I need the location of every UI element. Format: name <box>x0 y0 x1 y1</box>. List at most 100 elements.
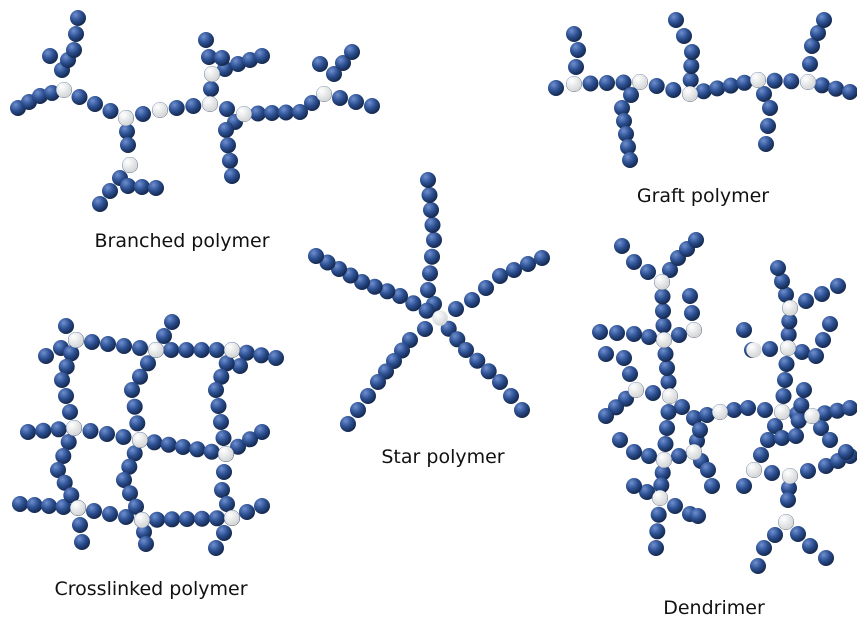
branch-point-bead <box>656 332 672 348</box>
monomer-bead <box>649 523 666 540</box>
monomer-bead <box>116 338 132 354</box>
monomer-bead <box>645 385 661 401</box>
monomer-bead <box>146 434 163 451</box>
monomer-bead <box>492 268 508 284</box>
monomer-bead <box>740 400 756 416</box>
monomer-bead <box>124 382 140 398</box>
monomer-bead <box>626 478 642 494</box>
monomer-bead <box>684 305 700 321</box>
monomer-bead <box>68 26 84 42</box>
monomer-bead <box>26 497 43 513</box>
monomer-bead <box>662 262 678 278</box>
monomer-bead <box>534 250 550 266</box>
monomer-bead <box>360 388 376 404</box>
monomer-bead <box>780 492 796 508</box>
monomer-bead <box>55 448 72 464</box>
monomer-bead <box>66 42 82 58</box>
monomer-bead <box>370 374 386 390</box>
monomer-bead <box>364 98 380 114</box>
branch-point-bead <box>804 408 820 424</box>
monomer-bead <box>756 86 772 102</box>
monomer-bead <box>822 316 838 332</box>
monomer-bead <box>777 372 793 388</box>
monomer-bead <box>405 295 422 312</box>
branch-point-bead <box>66 420 82 436</box>
monomer-bead <box>132 340 148 356</box>
monomer-bead <box>56 474 73 491</box>
monomer-bead <box>614 238 630 254</box>
monomer-bead <box>230 438 246 455</box>
monomer-bead <box>332 90 348 106</box>
crosslinked-polymer-label: Crosslinked polymer <box>54 578 247 600</box>
monomer-bead <box>74 534 90 550</box>
monomer-bead <box>417 321 433 337</box>
monomer-bead <box>736 478 752 494</box>
monomer-bead <box>657 436 674 452</box>
monomer-bead <box>770 260 786 276</box>
monomer-bead <box>520 256 536 272</box>
monomer-bead <box>616 113 632 129</box>
branch-point-bead <box>628 382 644 398</box>
monomer-bead <box>219 496 235 512</box>
monomer-bead <box>392 288 408 304</box>
monomer-bead <box>753 447 769 463</box>
monomer-bead <box>239 504 255 520</box>
monomer-bead <box>58 358 75 375</box>
monomer-bead <box>781 313 798 330</box>
monomer-bead <box>766 72 783 89</box>
branch-point-bead <box>774 404 790 420</box>
monomer-bead <box>203 443 220 460</box>
monomer-bead <box>829 402 846 419</box>
monomer-bead <box>134 179 150 195</box>
monomer-bead <box>616 350 632 366</box>
monomer-bead <box>612 432 628 448</box>
monomer-bead <box>179 511 195 527</box>
monomer-bead <box>168 100 185 116</box>
monomer-bead <box>709 80 726 97</box>
monomer-bead <box>198 32 214 48</box>
monomer-bead <box>304 95 320 111</box>
monomer-bead <box>100 336 116 352</box>
monomer-bead <box>424 248 440 265</box>
monomer-bead <box>592 324 608 340</box>
monomer-bead <box>618 126 634 142</box>
monomer-bead <box>420 282 436 298</box>
monomer-bead <box>688 232 704 248</box>
monomer-bead <box>686 410 702 426</box>
monomer-bead <box>775 388 792 404</box>
monomer-bead <box>783 73 800 90</box>
monomer-bead <box>160 436 177 453</box>
monomer-bead <box>140 355 156 372</box>
monomer-bead <box>838 444 854 460</box>
monomer-bead <box>822 432 838 448</box>
monomer-bead <box>116 472 132 488</box>
monomer-bead <box>654 288 671 305</box>
monomer-bead <box>220 137 236 154</box>
monomer-bead <box>626 444 642 460</box>
monomer-bead <box>671 327 687 343</box>
monomer-bead <box>830 278 846 294</box>
monomer-bead <box>492 374 508 390</box>
monomer-bead <box>32 88 48 104</box>
monomer-bead <box>778 286 794 303</box>
monomer-bead <box>802 538 818 554</box>
monomer-bead <box>684 44 700 60</box>
branch-point-bead <box>432 310 448 326</box>
monomer-bead <box>60 434 77 450</box>
branch-point-bead <box>778 514 794 530</box>
monomer-bead <box>623 87 639 103</box>
monomer-bead <box>614 100 630 116</box>
monomer-bead <box>238 344 255 361</box>
monomer-bead <box>422 265 438 282</box>
branch-point-bead <box>652 490 668 506</box>
monomer-bead <box>120 137 136 153</box>
monomer-bead <box>115 429 132 445</box>
monomer-bead <box>308 248 324 264</box>
monomer-bead <box>582 75 599 92</box>
monomer-bead <box>790 526 806 542</box>
monomer-bead <box>506 262 522 278</box>
monomer-bead <box>818 550 834 566</box>
monomer-bead <box>219 101 235 117</box>
monomer-bead <box>722 77 739 94</box>
monomer-bead <box>185 98 202 114</box>
